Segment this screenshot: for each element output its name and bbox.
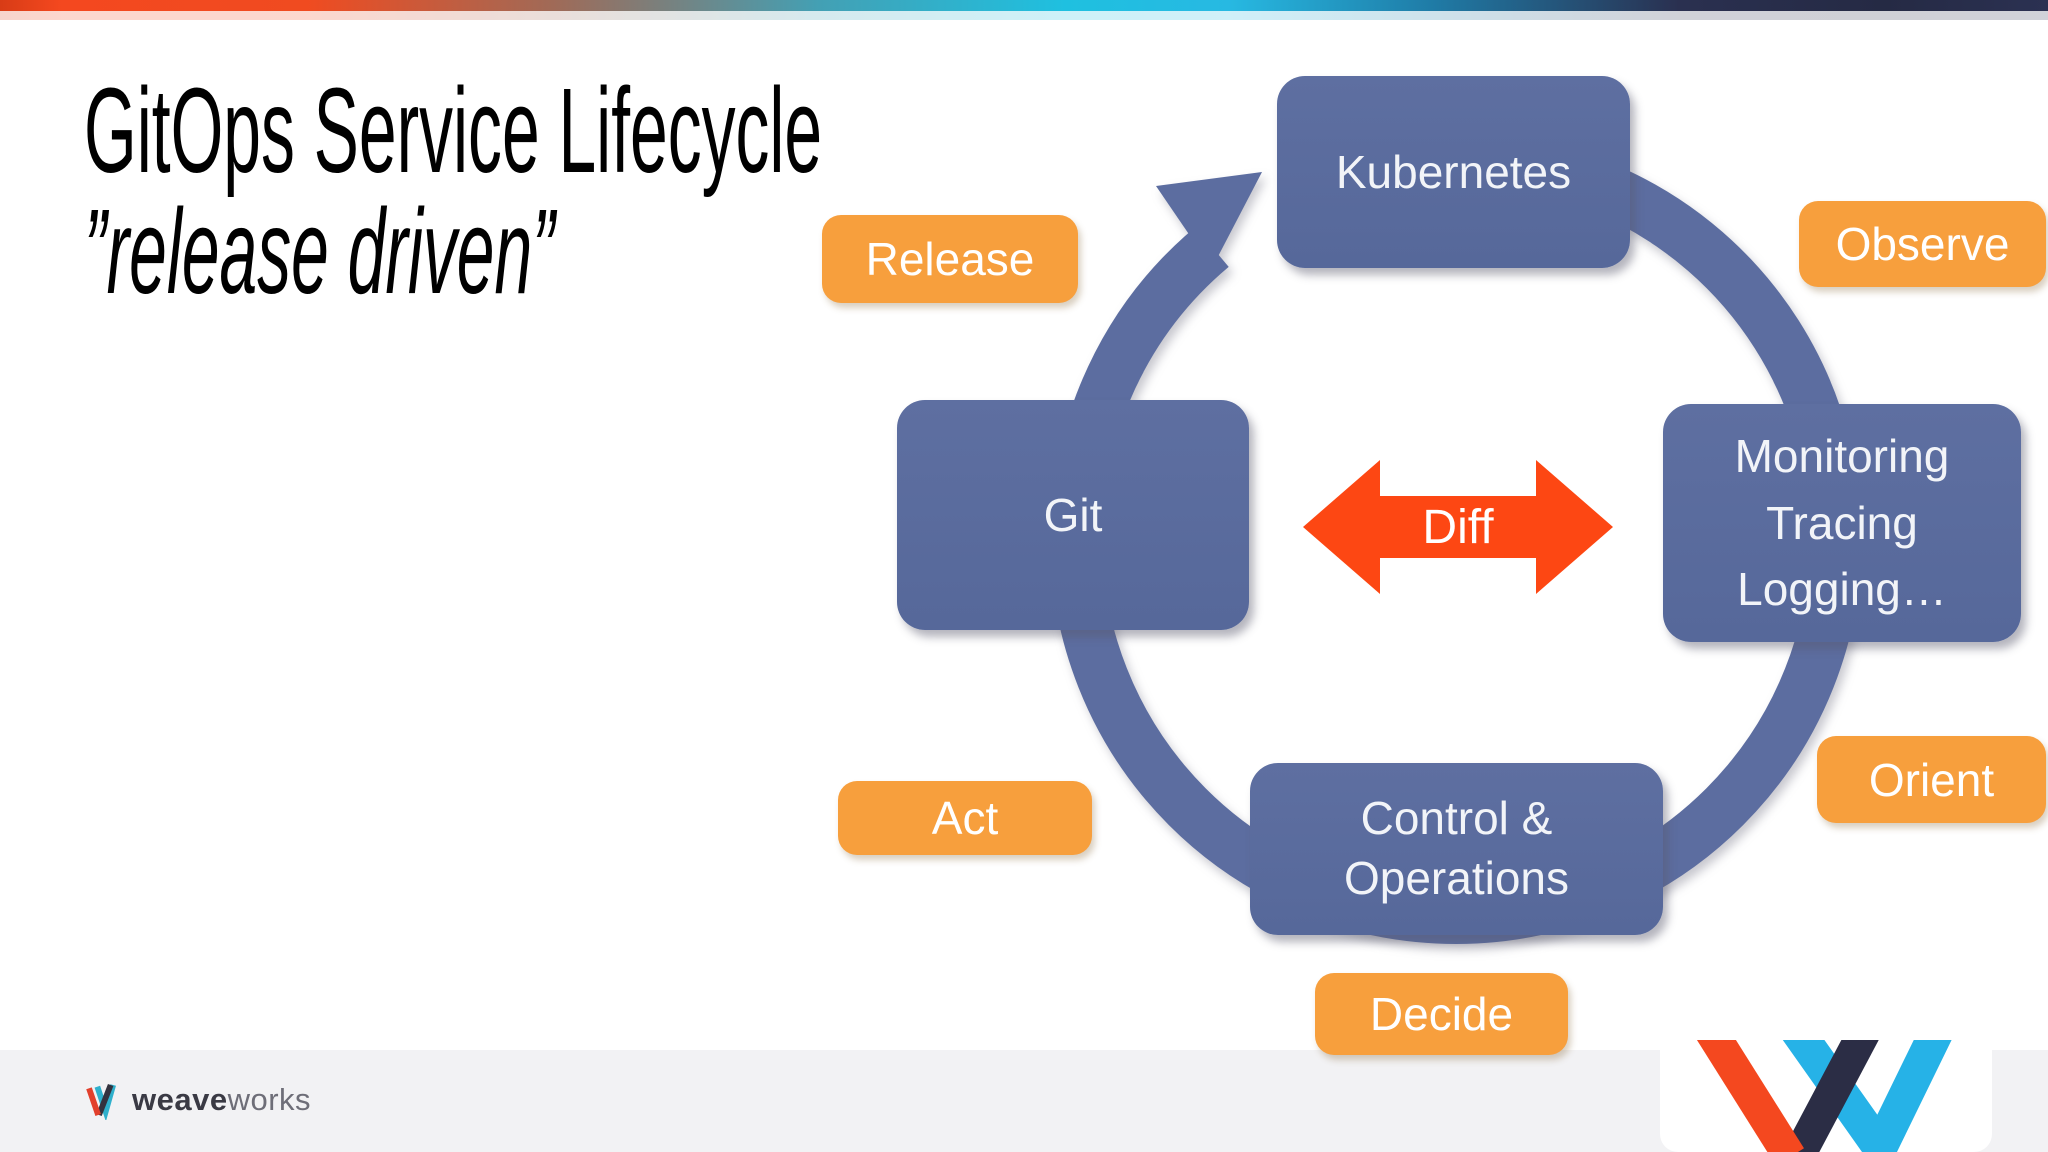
node-git: Git [897, 400, 1249, 630]
stage-tag-act-label: Act [931, 792, 999, 844]
top-accent-bar [0, 0, 2048, 11]
stage-tag-observe-label: Observe [1835, 218, 2010, 270]
stage-tag-orient: Orient [1817, 736, 2046, 823]
slide-title-line1: GitOps Service Lifecycle [84, 62, 823, 198]
node-git-label: Git [1043, 489, 1103, 541]
node-control-line1: Control & [1360, 792, 1553, 845]
stage-tag-orient-label: Orient [1868, 753, 1995, 806]
node-control-operations: Control & Operations [1250, 763, 1663, 935]
node-kubernetes: Kubernetes [1277, 76, 1630, 268]
ring-arrowhead-icon [1156, 172, 1262, 268]
node-monitoring-line1: Monitoring [1734, 429, 1950, 482]
weaveworks-logo-icon [86, 1083, 116, 1120]
node-monitoring-tracing-logging: Monitoring Tracing Logging… [1663, 404, 2021, 642]
stage-tag-decide-label: Decide [1369, 988, 1514, 1040]
stage-tag-decide: Decide [1315, 973, 1568, 1055]
node-monitoring-line2: Tracing [1766, 496, 1918, 549]
stage-tag-act: Act [838, 781, 1092, 855]
stage-tag-release: Release [822, 215, 1078, 303]
diff-arrow-label: Diff [1422, 500, 1494, 554]
stage-tag-release-label: Release [865, 233, 1035, 285]
slide-subtitle: ”release driven” [84, 183, 555, 319]
slide-title: GitOps Service Lifecycle ”release driven… [84, 70, 822, 312]
node-monitoring-line3: Logging… [1737, 563, 1947, 616]
weaveworks-wordmark: weaveworks [132, 1082, 311, 1118]
node-kubernetes-label: Kubernetes [1335, 146, 1572, 198]
node-control-line2: Operations [1343, 852, 1569, 904]
weaveworks-w-icon [1660, 1005, 1992, 1152]
stage-tag-observe: Observe [1799, 201, 2046, 287]
weaveworks-brand: weaveworks [84, 1078, 311, 1122]
weaveworks-wordmark-works: works [227, 1082, 312, 1117]
diff-arrow-icon [1303, 460, 1613, 594]
weaveworks-wordmark-weave: weave [132, 1082, 228, 1117]
top-accent-bar-fade [0, 11, 2048, 20]
